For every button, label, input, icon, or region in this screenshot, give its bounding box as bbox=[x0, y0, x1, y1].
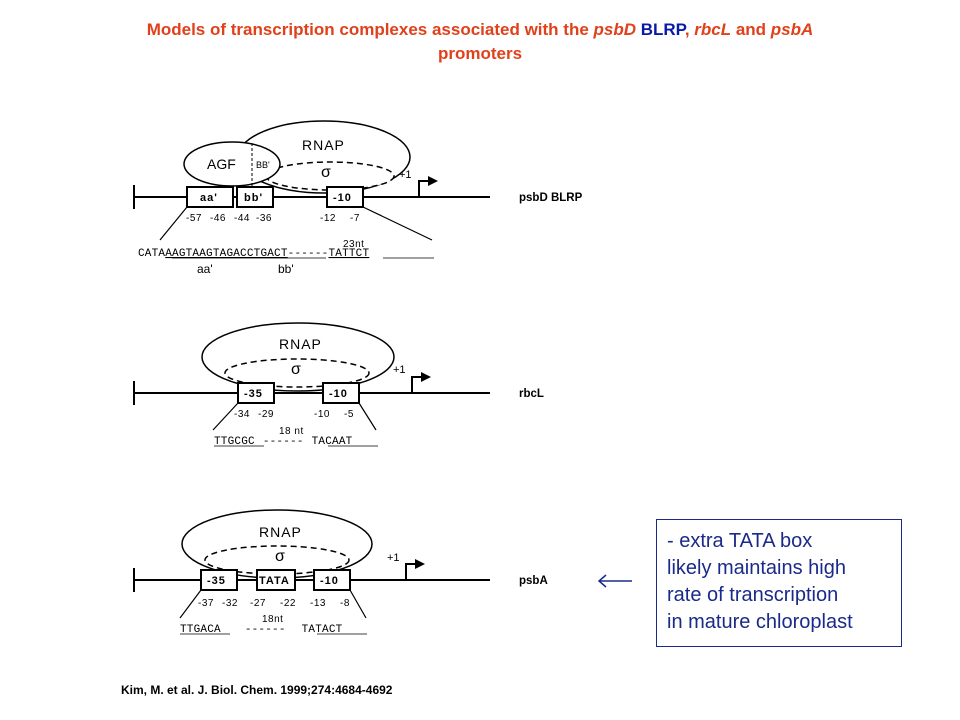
psbA-panel: RNAP σ -35 TATA -10 +1 -37 -32 -27 -22 -… bbox=[133, 509, 548, 636]
seq-35: TTGACA bbox=[180, 624, 221, 636]
tss-label: +1 bbox=[387, 552, 400, 564]
sequence: TTGCGC ------ TACAAT bbox=[214, 436, 353, 448]
rnap-label: RNAP bbox=[279, 336, 322, 352]
title-blrp: BLRP bbox=[636, 20, 685, 39]
spacer-label: 18nt bbox=[262, 614, 283, 625]
agf-label: AGF bbox=[207, 156, 236, 172]
pos-label: -36 bbox=[256, 213, 272, 224]
title-sep: , bbox=[684, 20, 695, 39]
pos-label: -13 bbox=[310, 598, 326, 609]
gene-label: psbD BLRP bbox=[519, 192, 583, 204]
pos-label: -12 bbox=[320, 213, 336, 224]
expand-line bbox=[159, 206, 188, 241]
pos-label: -46 bbox=[210, 213, 226, 224]
box-aa-label: aa' bbox=[200, 192, 218, 204]
pos-label: -5 bbox=[344, 409, 354, 420]
tss-arrow bbox=[405, 559, 425, 580]
box-tata bbox=[256, 569, 296, 591]
seq-lead: CATA bbox=[138, 248, 165, 260]
box-aa bbox=[186, 186, 234, 208]
box-bb bbox=[236, 186, 274, 208]
spacer-label: 23nt bbox=[343, 239, 364, 250]
seq-dash: ------ bbox=[245, 624, 286, 636]
box-10 bbox=[313, 569, 351, 591]
box-10 bbox=[322, 382, 360, 404]
tss-arrow bbox=[418, 176, 438, 197]
note-line: - extra TATA box bbox=[667, 530, 813, 552]
pos-label: -10 bbox=[314, 409, 330, 420]
seq-bb: AGACCTGACT bbox=[220, 248, 288, 260]
seq-10: TACAAT bbox=[312, 436, 353, 448]
box-35-label: -35 bbox=[207, 575, 226, 587]
note-line: rate of transcription bbox=[667, 584, 839, 606]
title-text: Models of transcription complexes associ… bbox=[146, 20, 594, 39]
sequence: TTGACA ------ TATACT bbox=[180, 624, 343, 636]
seq-dash: ------ bbox=[263, 436, 304, 448]
expand-line bbox=[212, 402, 239, 431]
expand-line bbox=[179, 589, 202, 619]
rnap-label: RNAP bbox=[259, 524, 302, 540]
box-tata-label: TATA bbox=[259, 575, 290, 587]
sigma-ellipse bbox=[224, 358, 370, 388]
gene-label: rbcL bbox=[519, 388, 544, 400]
pos-label: -8 bbox=[340, 598, 350, 609]
expand-line bbox=[362, 206, 433, 241]
bbprime-label: BB' bbox=[256, 160, 270, 170]
seq-35: TTGCGC bbox=[214, 436, 255, 448]
note-line: in mature chloroplast bbox=[667, 611, 853, 633]
pos-label: -57 bbox=[186, 213, 202, 224]
box-10-label: -10 bbox=[320, 575, 339, 587]
box-10-label: -10 bbox=[329, 388, 348, 400]
bb-label: bb' bbox=[278, 262, 294, 276]
pos-label: -44 bbox=[234, 213, 250, 224]
sigma-symbol: σ bbox=[291, 361, 301, 378]
expand-line bbox=[358, 402, 377, 431]
rnap-label: RNAP bbox=[302, 137, 345, 153]
psbD-panel: RNAP σ AGF BB' aa' bb' -10 +1 -57 -46 -4… bbox=[133, 120, 583, 276]
sigma-symbol: σ bbox=[321, 164, 331, 181]
title-rbcL: rbcL bbox=[694, 20, 732, 39]
box-35 bbox=[237, 382, 275, 404]
note-box: - extra TATA box likely maintains high r… bbox=[656, 519, 902, 647]
expand-line bbox=[349, 589, 367, 619]
rbcL-panel: RNAP σ -35 -10 +1 -34 -29 -10 -5 18 nt T… bbox=[133, 322, 544, 448]
pos-label: -29 bbox=[258, 409, 274, 420]
title-sep: and bbox=[731, 20, 771, 39]
seq-10: TATTCT bbox=[328, 248, 369, 260]
slide-title: Models of transcription complexes associ… bbox=[40, 18, 920, 66]
pos-label: -32 bbox=[222, 598, 238, 609]
seq-dash: ------ bbox=[288, 248, 329, 260]
sigma-symbol: σ bbox=[275, 548, 285, 565]
title-line-2: promoters bbox=[437, 44, 523, 63]
pos-label: -34 bbox=[234, 409, 250, 420]
box-10-label: -10 bbox=[333, 192, 352, 204]
tss-label: +1 bbox=[393, 364, 406, 376]
pos-label: -27 bbox=[250, 598, 266, 609]
pos-label: -37 bbox=[198, 598, 214, 609]
tss-arrow bbox=[411, 372, 431, 393]
gene-label: psbA bbox=[519, 575, 548, 587]
box-10 bbox=[326, 186, 364, 208]
rnap-ellipse bbox=[201, 322, 395, 392]
left-arrow-icon bbox=[597, 574, 632, 588]
box-35 bbox=[200, 569, 238, 591]
aa-label: aa' bbox=[197, 262, 213, 276]
spacer-label: 18 nt bbox=[279, 426, 304, 437]
pos-label: -7 bbox=[350, 213, 360, 224]
seq-aa: AAGTAAGT bbox=[165, 248, 220, 260]
title-psbA: psbA bbox=[770, 20, 814, 39]
sequence: CATAAAGTAAGTAGACCTGACT------TATTCT bbox=[138, 248, 369, 260]
note-line: likely maintains high bbox=[667, 557, 846, 579]
title-psbD: psbD bbox=[593, 20, 637, 39]
box-bb-label: bb' bbox=[244, 192, 263, 204]
citation: Kim, M. et al. J. Biol. Chem. 1999;274:4… bbox=[121, 683, 393, 697]
seq-10: TATACT bbox=[302, 624, 343, 636]
box-35-label: -35 bbox=[244, 388, 263, 400]
tss-label: +1 bbox=[399, 169, 412, 181]
pos-label: -22 bbox=[280, 598, 296, 609]
title-line-1: Models of transcription complexes associ… bbox=[40, 18, 920, 42]
